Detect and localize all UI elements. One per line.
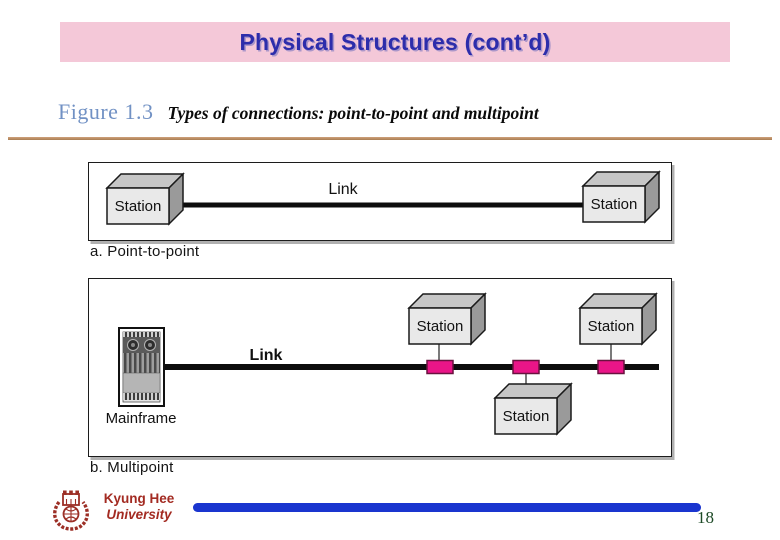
logo-battlement-2 bbox=[69, 490, 73, 495]
logo-globe-lines bbox=[63, 506, 79, 522]
diagram-multipoint: Link Mainframe bbox=[88, 278, 672, 457]
mainframe-label: Mainframe bbox=[106, 410, 177, 427]
station-label-top-right: Station bbox=[588, 318, 635, 335]
organization-name: Kyung Hee University bbox=[96, 491, 182, 522]
link-label: Link bbox=[250, 347, 283, 364]
figure-caption-row: Figure 1.3 Types of connections: point-t… bbox=[58, 99, 539, 125]
station-box-bottom bbox=[493, 382, 573, 436]
station-label-right: Station bbox=[591, 196, 638, 213]
organization-line1: Kyung Hee bbox=[103, 491, 175, 506]
diagram-b-caption: b. Multipoint bbox=[90, 459, 174, 476]
station-box-top-left bbox=[407, 292, 487, 346]
organization-line2: University bbox=[106, 506, 172, 522]
logo-battlement-3 bbox=[75, 490, 79, 495]
tap-connector-2 bbox=[512, 359, 540, 375]
diagram-b-canvas: Link Mainframe bbox=[106, 292, 659, 436]
footer-accent-bar bbox=[193, 503, 701, 512]
header-divider-line bbox=[8, 137, 772, 140]
station-label-left: Station bbox=[115, 198, 162, 215]
title-bar: Physical Structures (cont’d) bbox=[60, 22, 730, 62]
tap-connector-1 bbox=[426, 359, 454, 375]
university-logo bbox=[53, 490, 89, 531]
slide-title: Physical Structures (cont’d) bbox=[239, 28, 551, 55]
diagram-a-caption: a. Point-to-point bbox=[90, 243, 200, 260]
link-label: Link bbox=[328, 181, 358, 198]
tap-connector-3 bbox=[597, 359, 625, 375]
page-number: 18 bbox=[697, 508, 714, 527]
logo-wreath bbox=[53, 500, 89, 531]
station-box-top-right bbox=[578, 292, 658, 346]
station-box-left bbox=[105, 172, 185, 226]
mainframe-tower bbox=[118, 327, 165, 407]
figure-number-label: Figure 1.3 bbox=[58, 99, 154, 124]
station-label-bottom: Station bbox=[503, 408, 550, 425]
diagram-a-canvas: Link Station Station bbox=[105, 170, 661, 226]
station-label-top-left: Station bbox=[417, 318, 464, 335]
logo-battlement-1 bbox=[63, 490, 67, 495]
station-box-right bbox=[581, 170, 661, 224]
figure-caption-text: Types of connections: point-to-point and… bbox=[167, 103, 539, 123]
diagram-point-to-point: Link Station Station bbox=[88, 162, 672, 241]
logo-castle-columns bbox=[65, 499, 77, 505]
